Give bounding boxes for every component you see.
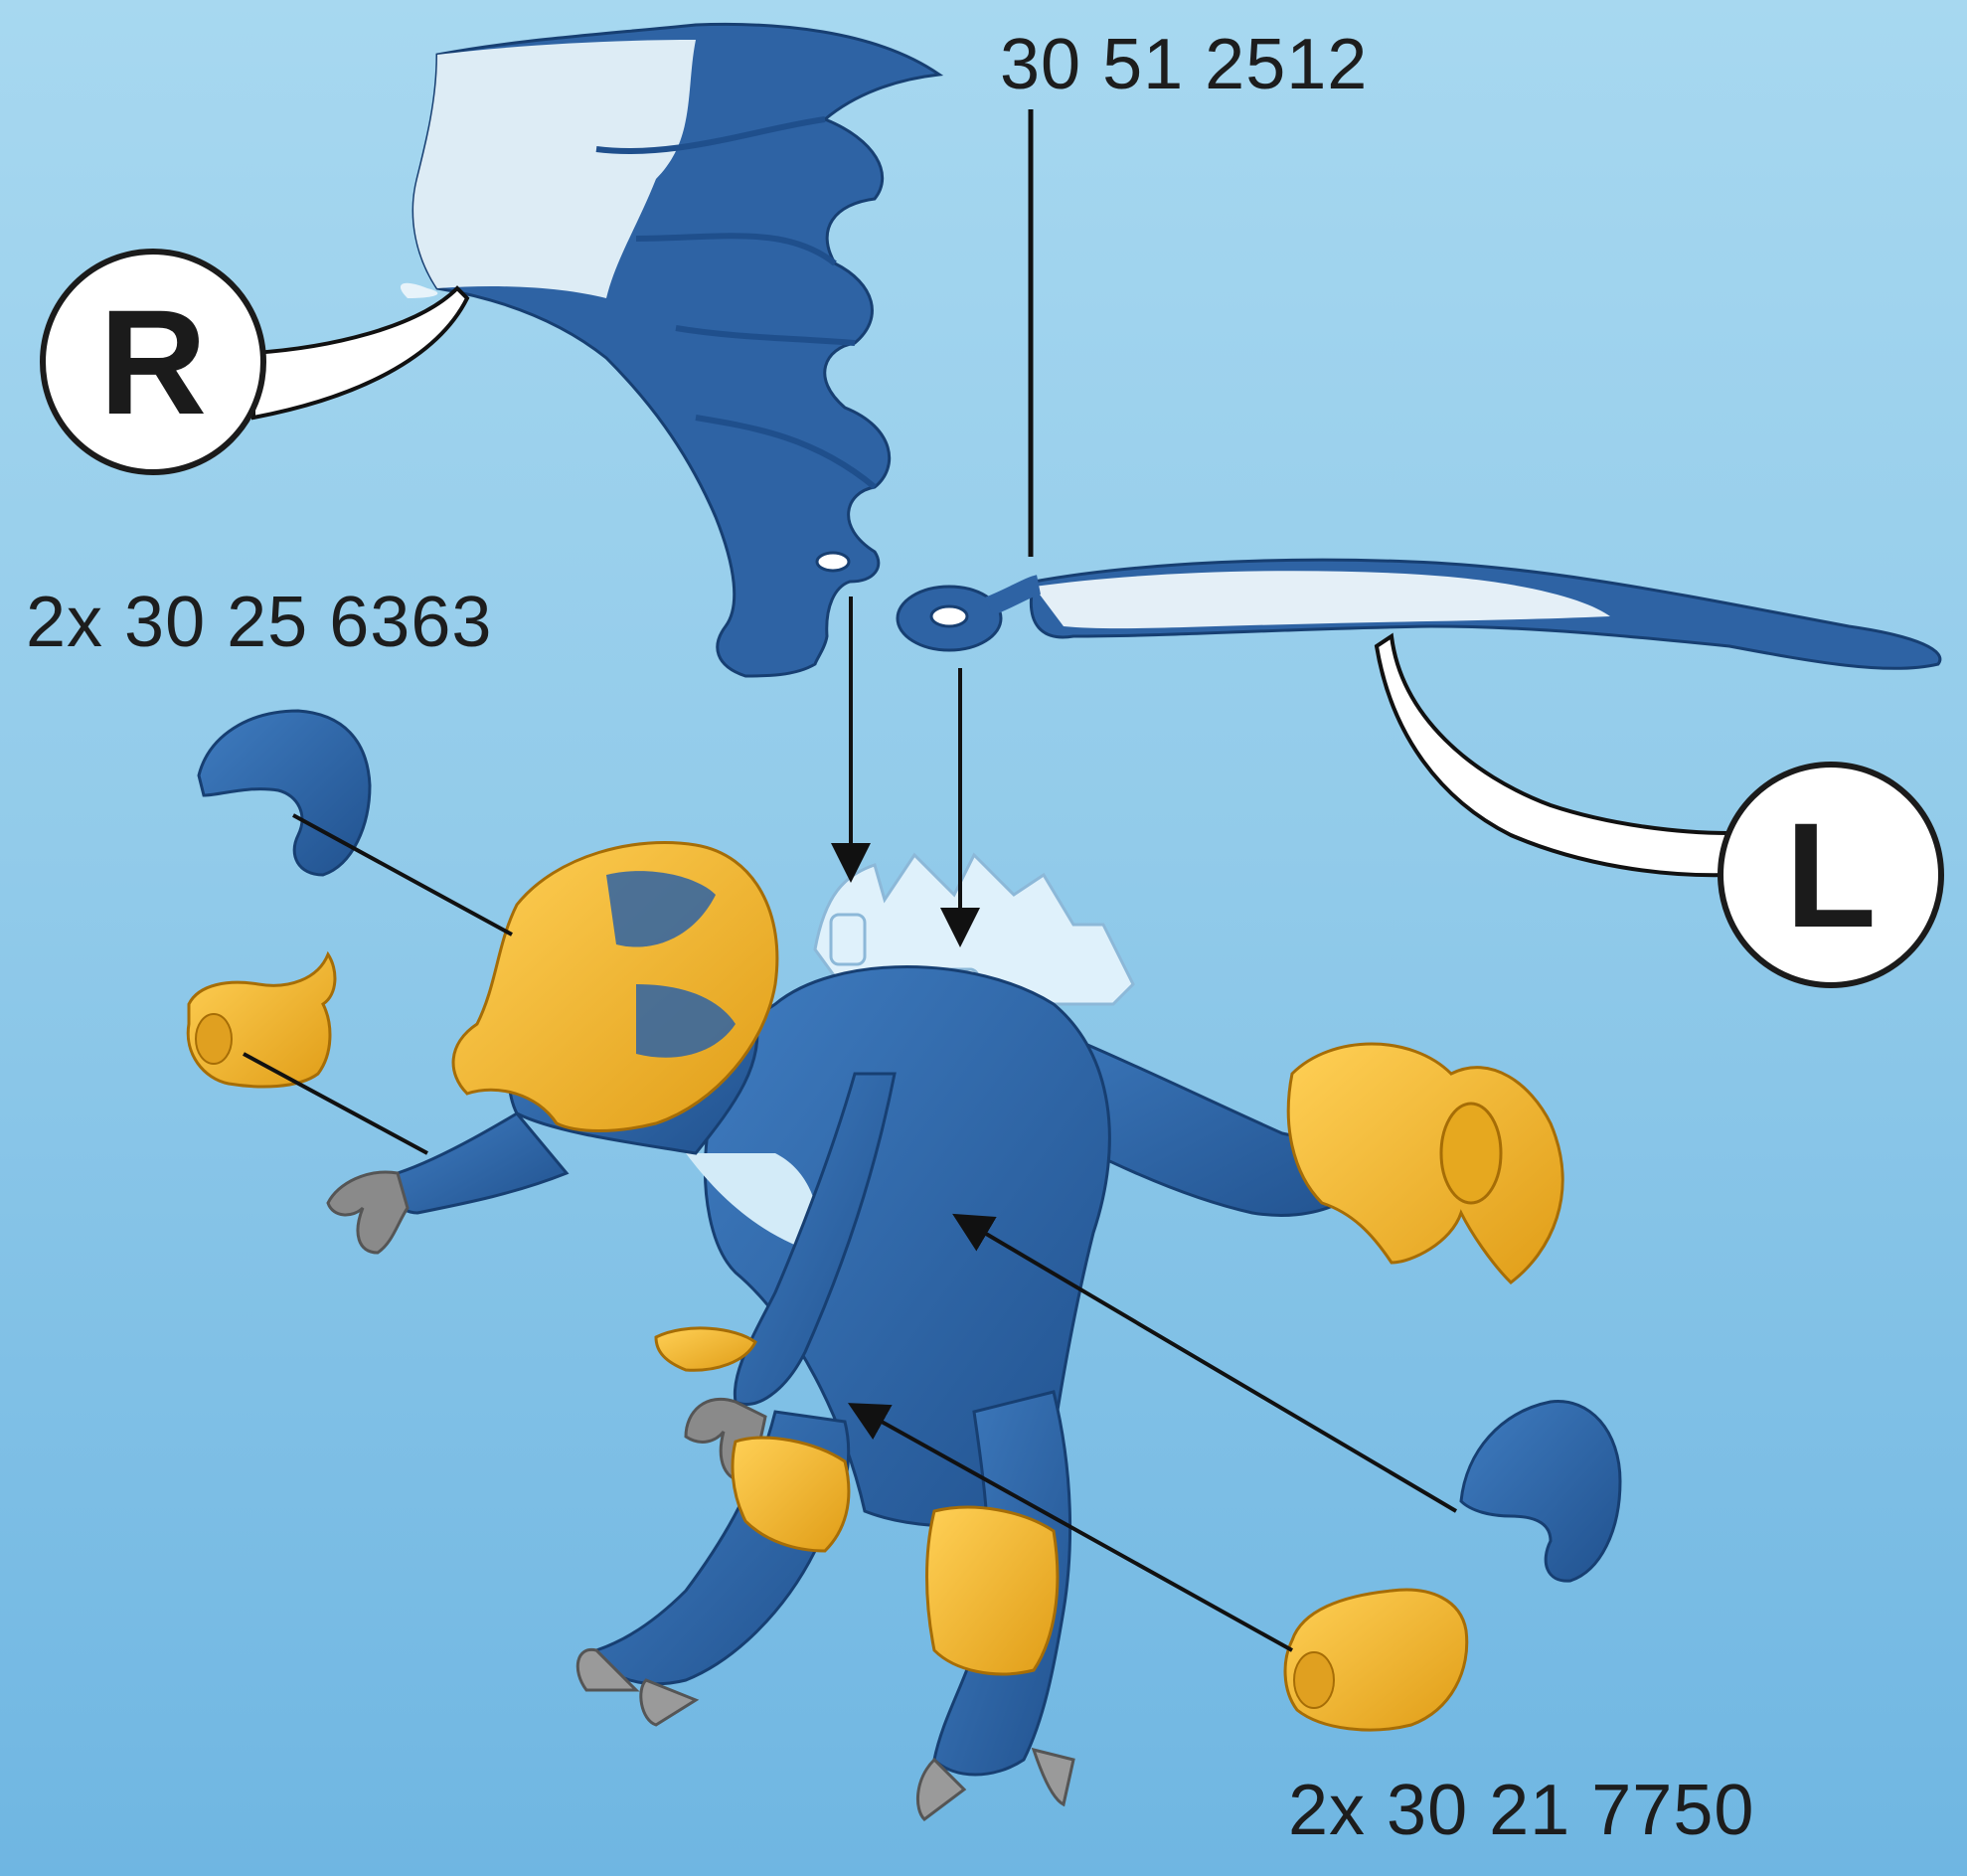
shoulder-pad-part-top [197,709,372,877]
assembly-lines [243,597,1458,1652]
shin-guard-right [925,1505,1060,1676]
front-claw-grey [326,1170,410,1255]
fist-line-top [243,1052,428,1155]
wings-part-number: 30 51 2512 [1000,25,1369,104]
fist-line-bottom [848,1403,1293,1652]
left-side-badge: L [1718,762,1944,988]
badge-l-connector [1374,632,1731,878]
pad-line-bottom [952,1213,1458,1513]
shin-guard-left [731,1436,851,1553]
shoulder-pads-part-number: 2x 30 25 6363 [26,583,493,662]
fist-part-top [186,950,337,1089]
right-wing-part [400,22,944,678]
tail-axe [1286,1042,1564,1284]
right-side-badge: R [40,249,266,475]
knee-pad-gold [654,1326,757,1372]
wing-hinge-hole [815,551,851,573]
wing-socket-left [829,913,867,966]
left-wing-part [896,558,1942,670]
pad-line-top [292,813,513,937]
shoulder-pad-part-bottom [1459,1400,1622,1583]
badge-r-connector [251,285,470,421]
fist-part-bottom [1283,1588,1469,1732]
fists-part-number: 2x 30 21 7750 [1288,1771,1755,1850]
gold-armor [451,841,1564,1676]
